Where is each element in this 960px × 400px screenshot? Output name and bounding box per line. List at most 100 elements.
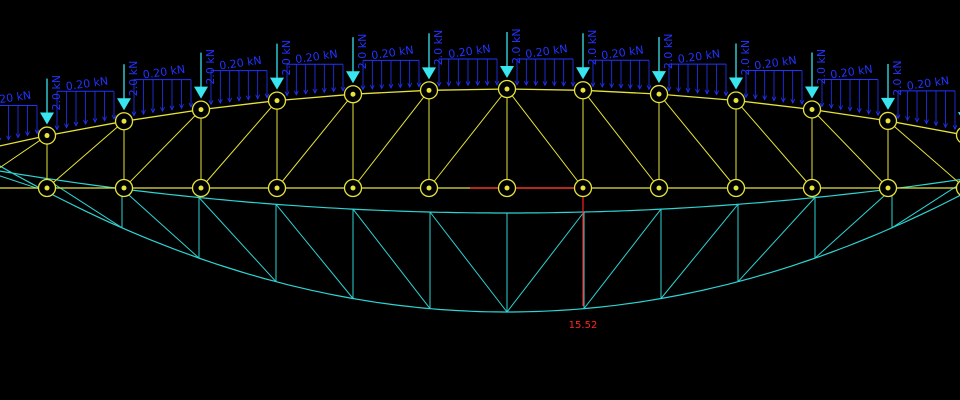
truss-node[interactable]	[726, 91, 746, 110]
point-load-arrowhead	[117, 98, 131, 111]
distributed-load-arrowhead	[771, 96, 777, 102]
truss-node[interactable]	[343, 178, 363, 198]
distributed-load-arrowhead	[551, 81, 557, 87]
truss-diagonal	[506, 88, 584, 189]
truss-node[interactable]	[419, 178, 439, 198]
truss-node[interactable]	[802, 100, 822, 119]
truss-node[interactable]	[343, 85, 363, 104]
distributed-load-arrowhead	[179, 104, 184, 110]
truss-node[interactable]	[878, 111, 898, 131]
node-dot	[733, 185, 739, 191]
truss-node[interactable]	[267, 91, 287, 110]
distributed-load-arrowhead	[618, 83, 624, 89]
point-load-label: 2.0 kN	[356, 34, 369, 70]
truss-diagonal	[582, 89, 660, 189]
node-dot	[121, 118, 127, 124]
truss-diagonal	[735, 100, 813, 189]
distributed-load-arrowhead	[111, 114, 117, 120]
truss-node[interactable]	[649, 84, 669, 104]
truss-node[interactable]	[37, 178, 57, 198]
truss-node[interactable]	[497, 178, 517, 198]
truss-node[interactable]	[37, 126, 57, 145]
distributed-load-arrowhead	[284, 91, 290, 97]
distributed-load-label: 0.20 kN	[601, 43, 645, 62]
point-load-label: 2.0 kN	[586, 30, 599, 66]
distributed-load-arrowhead	[914, 117, 920, 123]
point-load-label: 2.0 kN	[891, 60, 904, 96]
distributed-load-arrowhead	[637, 84, 643, 90]
top-chord	[0, 88, 960, 147]
distributed-load-arrowhead	[102, 116, 107, 122]
distributed-load-arrowhead	[952, 125, 958, 131]
truss-node[interactable]	[802, 178, 822, 198]
distributed-load-label: 0.20 kN	[906, 74, 950, 93]
truss-node[interactable]	[419, 81, 439, 100]
truss-diagonal	[352, 90, 430, 189]
distributed-load-arrowhead	[723, 91, 729, 97]
truss-node[interactable]	[114, 112, 134, 131]
distributed-load-arrowhead	[188, 102, 194, 108]
distributed-load-arrowhead	[561, 81, 567, 87]
distributed-load-arrowhead	[752, 94, 758, 100]
truss-node[interactable]	[726, 178, 746, 198]
distributed-load-arrowhead	[599, 82, 605, 88]
distributed-load-arrowhead	[875, 111, 881, 117]
point-load-arrowhead	[576, 67, 590, 80]
truss-node[interactable]	[267, 178, 287, 198]
distributed-load-arrowhead	[847, 106, 853, 112]
distributed-load-arrowhead	[895, 114, 901, 120]
point-load-arrowhead	[422, 67, 436, 80]
deformed-diagonal	[737, 197, 816, 283]
truss-node[interactable]	[191, 100, 211, 119]
distributed-load-label: 0.20 kN	[525, 42, 569, 61]
truss-node[interactable]	[573, 81, 593, 100]
truss-node[interactable]	[191, 178, 211, 198]
deformed-diagonal	[891, 183, 960, 229]
point-load-label: 2.0 kN	[50, 75, 63, 111]
distributed-load-arrowhead	[542, 81, 548, 87]
distributed-load-arrowhead	[714, 90, 719, 96]
distributed-load-arrowhead	[570, 81, 576, 87]
distributed-load-arrowhead	[924, 119, 929, 125]
truss-node[interactable]	[497, 79, 517, 99]
node-dot	[198, 107, 204, 113]
truss-diagonal	[200, 100, 278, 189]
distributed-load-arrowhead	[514, 80, 520, 86]
node-dot	[121, 185, 127, 191]
distributed-load-arrowhead	[293, 90, 299, 96]
distributed-load-arrowhead	[208, 100, 214, 106]
truss-node[interactable]	[649, 178, 669, 198]
deformed-bottom-chord	[0, 165, 960, 313]
max-deflection-value: 15.52	[569, 320, 598, 331]
distributed-load-arrowhead	[484, 80, 490, 86]
distributed-load-label: 0.20 kN	[448, 42, 492, 61]
deformed-diagonal	[660, 203, 739, 299]
distributed-load-arrowhead	[397, 83, 403, 89]
truss-node[interactable]	[955, 127, 960, 144]
node-dot	[44, 185, 50, 191]
distributed-load-label: 0.20 kN	[65, 74, 109, 93]
truss-node[interactable]	[114, 178, 134, 198]
point-load-label: 2.0 kN	[204, 49, 217, 85]
truss-diagonal	[0, 135, 48, 169]
distributed-load-arrowhead	[245, 95, 251, 101]
truss-node[interactable]	[573, 178, 593, 198]
distributed-load-label: 0.20 kN	[295, 47, 339, 66]
deformed-diagonal	[275, 203, 354, 299]
distributed-load-arrowhead	[379, 84, 385, 90]
distributed-load-arrowhead	[799, 99, 805, 105]
deformed-diagonal	[44, 177, 123, 229]
truss-node[interactable]	[878, 178, 898, 198]
node-dot	[426, 185, 432, 191]
deformed-shape	[0, 165, 960, 313]
truss-nodes[interactable]	[0, 79, 960, 198]
point-load-label: 2.0 kN	[739, 40, 752, 76]
distributed-load-arrowhead	[780, 97, 786, 103]
distributed-loads	[0, 58, 958, 141]
node-dot	[656, 185, 662, 191]
distributed-load-arrowhead	[856, 108, 862, 114]
load-labels: 0.20 kN 0.20 kN 0.20 kN 0.20 kN 0.20 kN 0.20 …	[0, 28, 950, 111]
truss-node[interactable]	[955, 180, 960, 197]
distributed-load-arrowhead	[646, 85, 652, 91]
